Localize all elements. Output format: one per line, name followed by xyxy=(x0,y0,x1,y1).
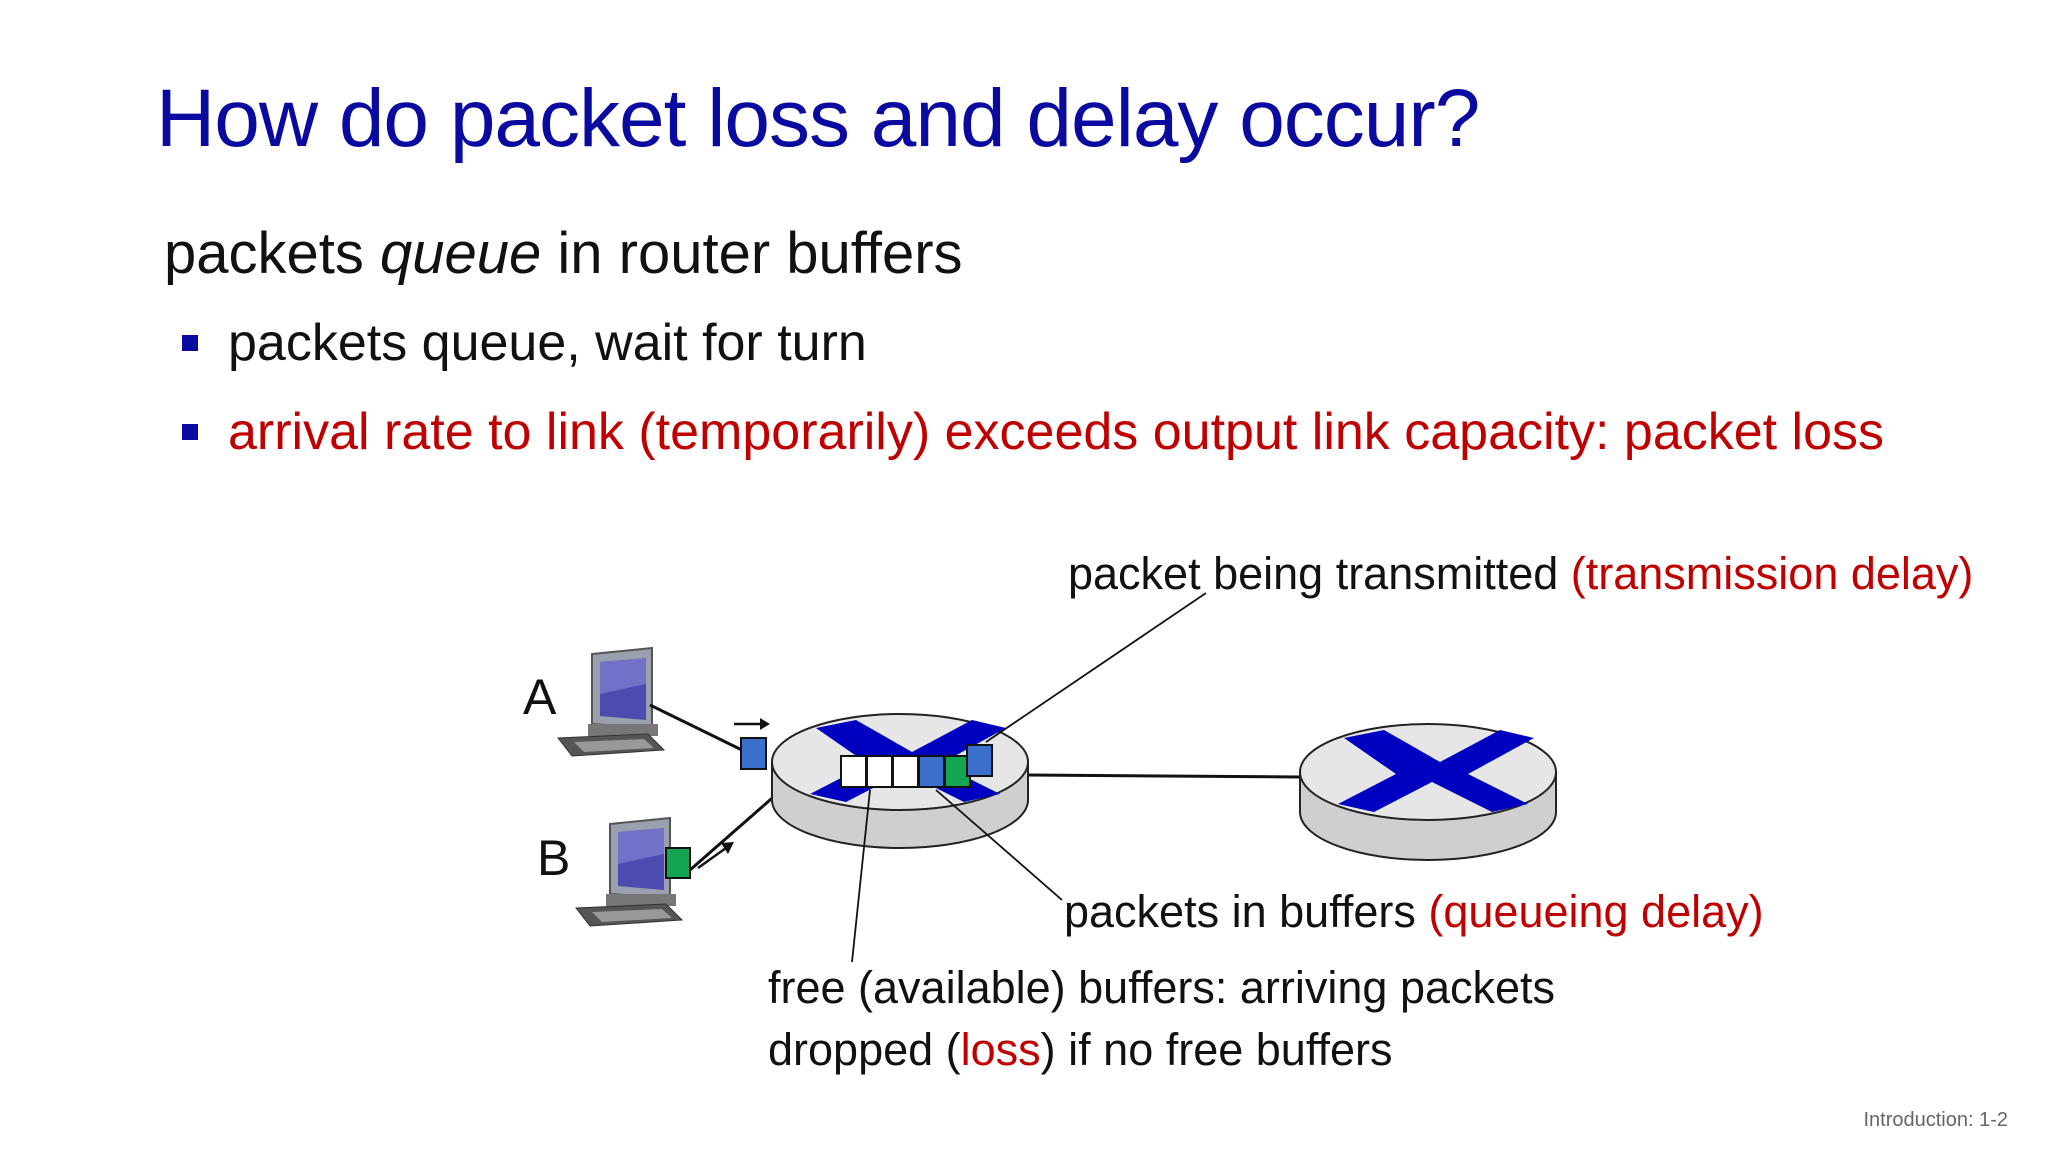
slide-footer: Introduction: 1-2 xyxy=(1863,1109,2008,1131)
callout-transmitted: packet being transmitted (transmission d… xyxy=(1068,548,1973,600)
lead-suffix: in router buffers xyxy=(541,221,963,286)
callout-buffers: packets in buffers (queueing delay) xyxy=(1064,886,1764,938)
bullet-item: packets queue, wait for turn xyxy=(182,313,867,373)
arrow-up-right-icon xyxy=(697,842,734,870)
free-buffer-slot xyxy=(840,755,867,788)
host-b-label: B xyxy=(537,830,571,886)
queued-packet-blue xyxy=(918,755,945,788)
callout-transmitted-delay: (transmission delay) xyxy=(1570,548,1974,599)
lead-prefix: packets xyxy=(164,221,380,286)
slide-title: How do packet loss and delay occur? xyxy=(156,73,1480,164)
callout-free-dropped: dropped ( xyxy=(768,1024,961,1075)
callout-buffers-delay: (queueing delay) xyxy=(1428,886,1764,937)
callout-line-buffers xyxy=(935,789,1063,901)
link-b-to-router xyxy=(689,791,779,872)
router-2-icon xyxy=(1299,723,1557,861)
free-buffer-slot xyxy=(866,755,893,788)
arriving-packet-b xyxy=(665,847,691,879)
buffer-queue xyxy=(840,755,971,788)
arrow-right-icon xyxy=(734,718,770,730)
link-router-to-router xyxy=(1027,773,1301,779)
callout-line-transmitted xyxy=(985,592,1207,743)
bullet-text: packets queue, wait for turn xyxy=(228,314,867,372)
callout-buffers-text: packets in buffers xyxy=(1064,886,1429,937)
bullet-square-icon xyxy=(182,424,198,440)
callout-free-loss: loss xyxy=(960,1024,1041,1075)
callout-free-line2: dropped (loss) if no free buffers xyxy=(768,1024,1393,1076)
link-a-to-router xyxy=(649,703,747,754)
host-b-computer-icon xyxy=(575,816,684,927)
callout-free-suffix: ) if no free buffers xyxy=(1040,1024,1393,1075)
arriving-packet-a xyxy=(740,737,767,770)
host-a-computer-icon xyxy=(557,646,666,757)
free-buffer-slot xyxy=(892,755,919,788)
bullet-square-icon xyxy=(182,335,198,351)
callout-transmitted-text: packet being transmitted xyxy=(1068,548,1571,599)
bullet-item: arrival rate to link (temporarily) excee… xyxy=(182,402,1884,462)
callout-line-free xyxy=(851,789,871,963)
lead-text: packets queue in router buffers xyxy=(164,220,963,287)
callout-free-line1: free (available) buffers: arriving packe… xyxy=(768,962,1556,1013)
host-a-label: A xyxy=(523,669,557,725)
bullet-text: arrival rate to link (temporarily) excee… xyxy=(228,403,1885,461)
transmitting-packet xyxy=(966,744,993,777)
queued-packet-green xyxy=(944,755,971,788)
lead-emphasis: queue xyxy=(380,221,542,286)
